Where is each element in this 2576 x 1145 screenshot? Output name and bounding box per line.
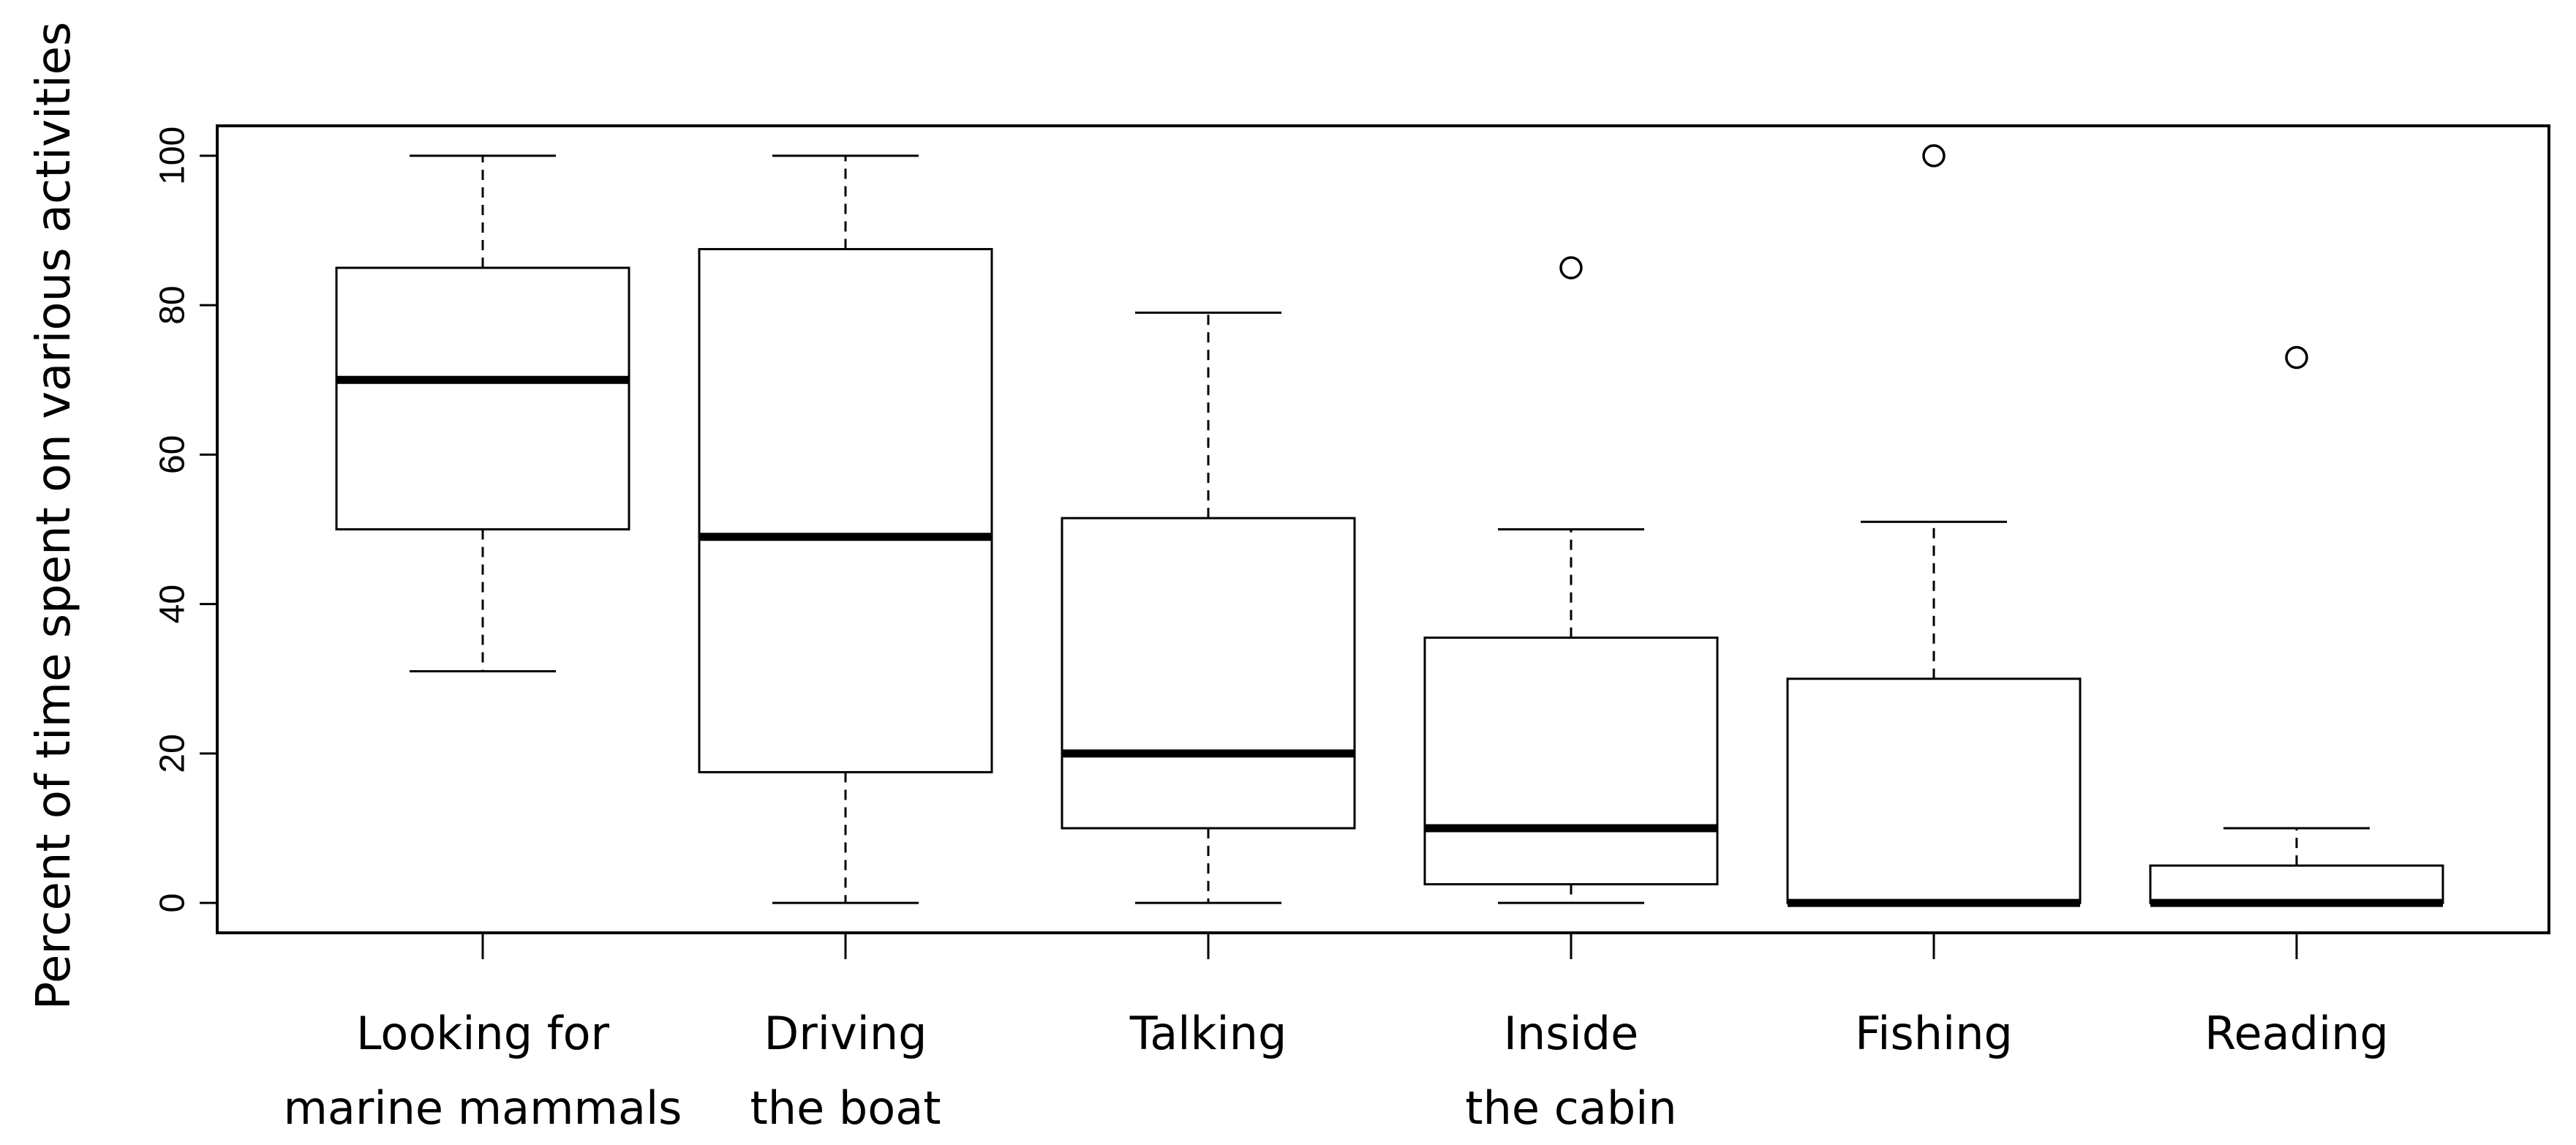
y-tick-label-0: 0 <box>154 893 192 913</box>
y-tick-label-40: 40 <box>154 585 192 623</box>
box-4-outlier-0 <box>1922 144 1946 168</box>
box-3 <box>1423 256 1719 904</box>
y-axis: 0 20 40 60 80 100 <box>154 127 217 913</box>
x-category-label-3-0: Inside <box>1504 1007 1639 1060</box>
box-3-outlier-0 <box>1559 256 1583 279</box>
x-axis: Looking for marine mammals Driving the boat… <box>284 933 2389 1135</box>
y-tick-label-60: 60 <box>154 435 192 474</box>
y-tick-label-80: 80 <box>154 285 192 324</box>
box-5-outlier-0 <box>2285 345 2308 369</box>
box-1 <box>698 154 993 904</box>
box-4 <box>1786 144 2082 907</box>
y-axis-label: Percent of time spent on various activit… <box>27 22 81 1010</box>
x-category-label-4-0: Fishing <box>1855 1007 2013 1060</box>
box-0 <box>335 154 630 673</box>
x-category-label-3-1: the cabin <box>1465 1081 1676 1135</box>
boxes-group <box>335 144 2444 907</box>
plot-frame <box>216 124 2550 934</box>
box-5-iqr <box>2149 864 2444 904</box>
y-tick-label-100: 100 <box>154 127 192 185</box>
box-1-iqr <box>698 248 993 773</box>
x-category-label-5-0: Reading <box>2204 1007 2389 1060</box>
box-5 <box>2149 345 2444 907</box>
x-category-label-0-1: marine mammals <box>284 1081 682 1135</box>
y-tick-label-20: 20 <box>154 734 192 773</box>
x-category-label-0-0: Looking for <box>356 1007 610 1060</box>
x-category-label-1-0: Driving <box>764 1007 927 1060</box>
x-category-label-1-1: the boat <box>750 1081 941 1135</box>
box-3-iqr <box>1423 637 1719 886</box>
x-category-label-2-0: Talking <box>1129 1007 1287 1060</box>
box-4-iqr <box>1786 677 2082 904</box>
box-0-iqr <box>335 266 630 530</box>
box-2-iqr <box>1061 517 1356 830</box>
box-2 <box>1061 311 1356 904</box>
